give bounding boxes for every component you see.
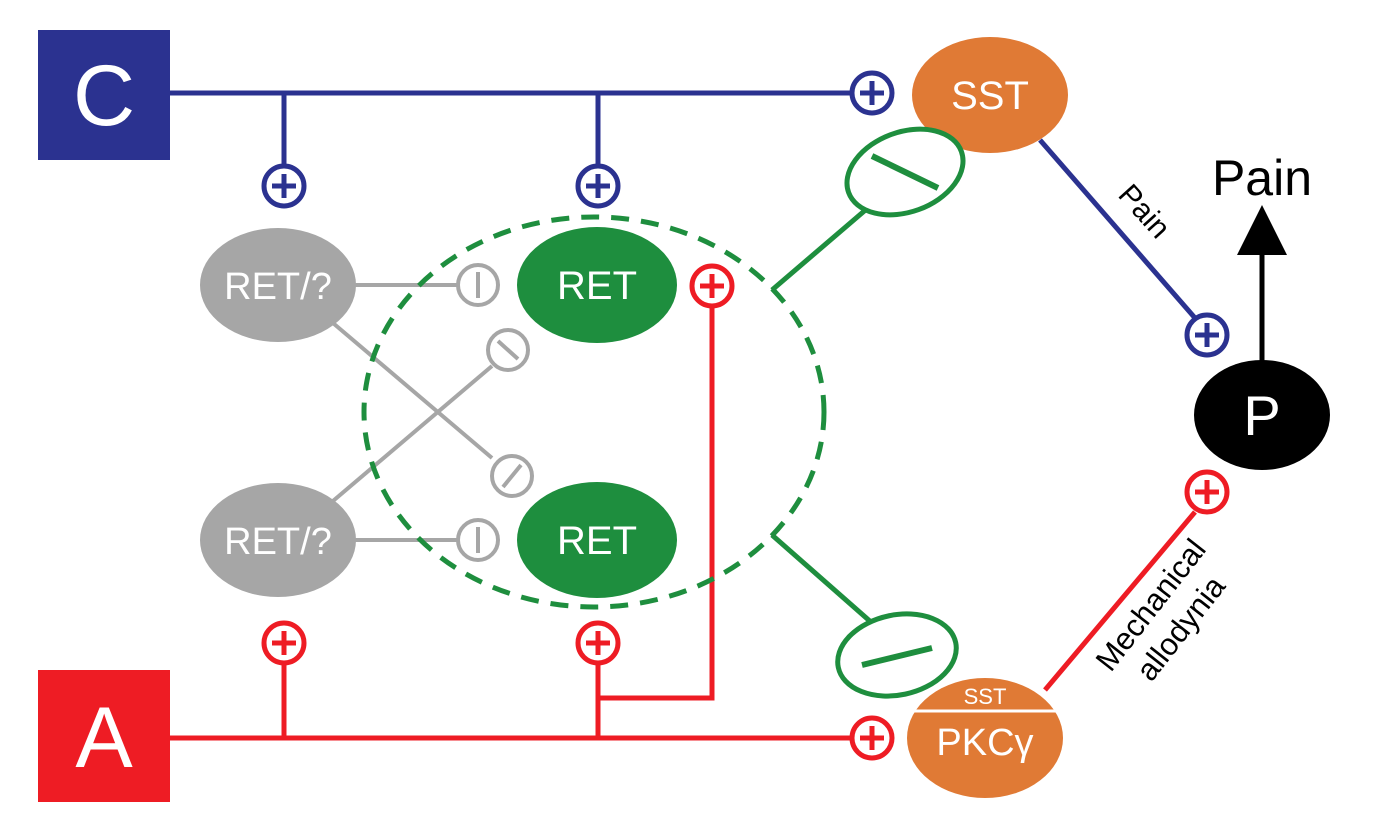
gray-inhibitory-synapse-top — [456, 263, 500, 307]
inhibition-connections — [770, 193, 885, 632]
a-fiber-node: A — [38, 670, 170, 802]
c-fiber-pathway — [170, 90, 1197, 320]
excitatory-synapse-sst-p — [1184, 312, 1230, 358]
ret-cluster-boundary — [361, 214, 827, 610]
excitatory-synapse-a-ret — [689, 263, 735, 309]
sst-pkcg-node: SST PKCγ — [907, 678, 1063, 798]
excitatory-synapse-a-center — [575, 620, 621, 666]
a-fiber-pathway — [170, 306, 1197, 741]
excitatory-synapse-a-sst-pkcg — [849, 715, 895, 761]
gray-inhibitory-synapse-cross-upper — [486, 328, 530, 372]
sst-pkcg-top-label: SST — [964, 684, 1007, 709]
inhibitory-synapse-oval-bottom — [835, 611, 959, 699]
sst-label: SST — [951, 74, 1029, 118]
ret-gray-bottom-label: RET/? — [224, 521, 332, 563]
inhibitory-synapse-oval-top — [844, 126, 966, 218]
c-fiber-label: C — [73, 48, 135, 144]
pain-output-label: Pain — [1212, 150, 1312, 206]
excitatory-synapse-a-left — [261, 620, 307, 666]
ret-node-bottom: RET — [517, 482, 677, 598]
p-neuron-node: P — [1194, 360, 1330, 470]
excitatory-synapse-c-center — [575, 163, 621, 209]
excitatory-synapse-pkcg-p — [1184, 469, 1230, 515]
ret-gray-node-top: RET/? — [200, 228, 356, 342]
ret-node-top: RET — [517, 227, 677, 343]
gray-inhibitory-synapse-bottom — [456, 518, 500, 562]
ret-gray-connections — [318, 283, 494, 542]
ret-bottom-label: RET — [557, 519, 637, 563]
sst-node: SST — [912, 37, 1068, 153]
sst-pkcg-bottom-label: PKCγ — [936, 722, 1033, 764]
p-neuron-label: P — [1243, 384, 1280, 447]
a-pathway-label: Mechanical allodynia — [1089, 532, 1233, 687]
excitatory-synapse-c-left — [261, 163, 307, 209]
excitatory-synapse-c-sst — [849, 70, 895, 116]
ret-top-label: RET — [557, 264, 637, 308]
gray-inhibitory-synapse-cross-lower — [490, 454, 534, 498]
ret-gray-top-label: RET/? — [224, 266, 332, 308]
ret-gray-node-bottom: RET/? — [200, 483, 356, 597]
c-fiber-node: C — [38, 30, 170, 160]
a-fiber-label: A — [75, 690, 133, 786]
